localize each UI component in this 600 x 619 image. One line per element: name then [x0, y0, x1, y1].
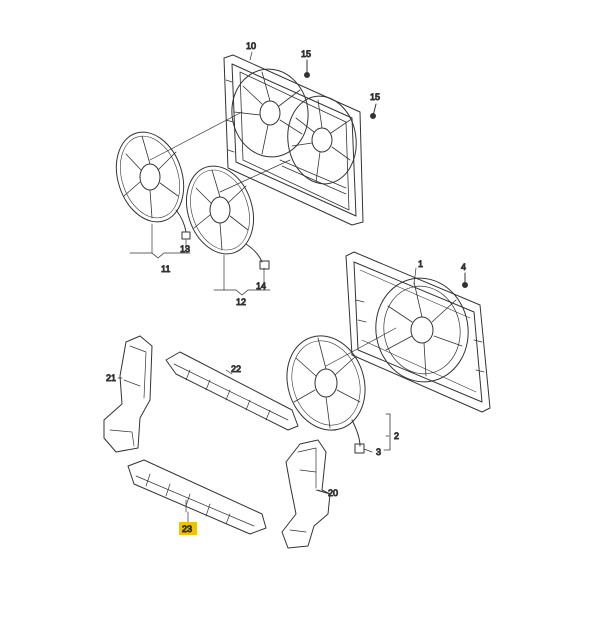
twin-fan-shroud	[223, 54, 364, 226]
air-deflector-23	[127, 459, 267, 535]
callout-15: 15	[301, 49, 311, 59]
side-bracket-21	[103, 335, 153, 453]
callout-13: 13	[180, 244, 190, 254]
callout-1: 1	[418, 259, 423, 269]
fan-2	[286, 335, 366, 454]
callout-20: 20	[328, 488, 338, 498]
screw-icon	[304, 59, 310, 78]
callout-10: 10	[246, 41, 256, 51]
callout-23: 23	[182, 524, 192, 534]
single-fan-shroud	[345, 251, 491, 413]
callout-11: 11	[161, 264, 170, 274]
callout-23-highlight	[179, 522, 197, 535]
callout-21: 21	[106, 373, 116, 383]
callout-4: 4	[461, 262, 466, 272]
screw-icon	[370, 103, 377, 119]
callout-2: 2	[394, 431, 399, 441]
fan-11	[115, 131, 191, 240]
callout-15: 15	[370, 92, 380, 102]
screw-icon	[462, 272, 468, 288]
callout-14: 14	[256, 281, 266, 291]
callout-3: 3	[376, 447, 381, 457]
callout-12: 12	[236, 297, 246, 307]
fan-12	[186, 165, 270, 270]
air-deflector-22	[165, 351, 299, 431]
callout-22: 22	[231, 364, 241, 374]
side-bracket-20	[281, 439, 331, 549]
